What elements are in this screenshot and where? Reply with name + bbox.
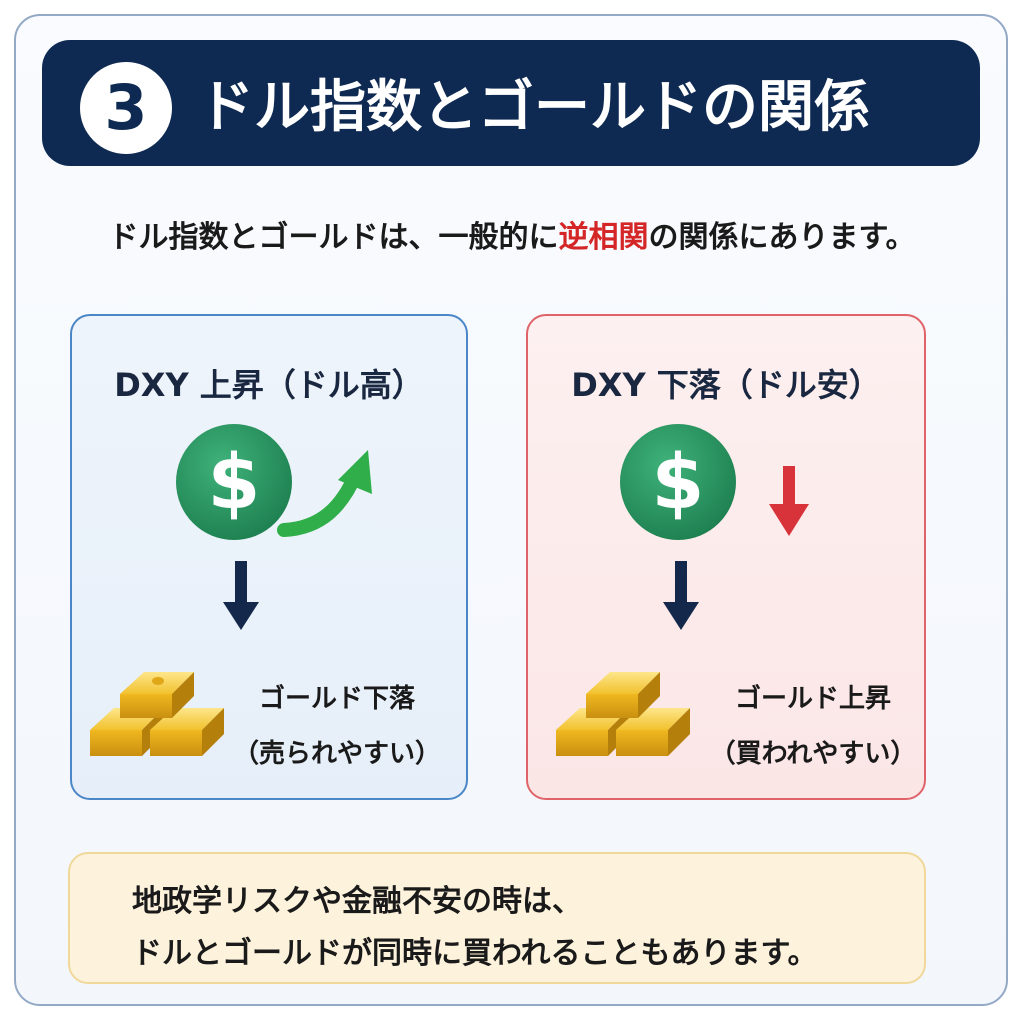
- dollar-sign: $: [652, 437, 705, 526]
- intro-sentence: ドル指数とゴールドは、一般的に逆相関の関係にあります。: [0, 212, 1024, 256]
- dollar-coin: [620, 424, 736, 540]
- down-arrow-head: [663, 602, 699, 630]
- panel-dxy-down: DXY 下落（ドル安） $: [526, 314, 926, 800]
- section-title: ドル指数とゴールドの関係: [198, 75, 870, 140]
- section-number-badge: 3: [80, 62, 172, 154]
- trend-down-arrow-shaft: [783, 466, 795, 510]
- trend-down-arrow-icon: [769, 466, 809, 536]
- down-arrow-icon: [663, 561, 699, 630]
- note-line-1: 地政学リスクや金融不安の時は、: [132, 884, 582, 919]
- gold-bars-icon: [556, 672, 690, 756]
- note-line-2: ドルとゴールドが同時に買われることもあります。: [132, 936, 818, 971]
- section-header: [42, 40, 980, 166]
- intro-highlight: 逆相関: [558, 220, 649, 255]
- gold-outcome-label: ゴールド上昇 （買われやすい）: [708, 678, 918, 770]
- panel-dxy-up: DXY 上昇（ドル高） $: [70, 314, 468, 800]
- note-box: 地政学リスクや金融不安の時は、 ドルとゴールドが同時に買われることもあります。: [68, 852, 926, 984]
- panel-title: DXY 上昇（ドル高）: [114, 366, 424, 404]
- gold-bars-icon: [90, 672, 224, 756]
- trend-up-arrow-icon: [277, 450, 372, 537]
- gold-outcome-line-1: ゴールド下落: [258, 684, 415, 714]
- panel-title: DXY 下落（ドル安）: [571, 366, 881, 404]
- down-arrow-head: [223, 602, 259, 630]
- dollar-coin-icon: $: [620, 424, 736, 540]
- gold-outcome-line-2: （買われやすい）: [709, 739, 917, 769]
- intro-text-after: の関係にあります。: [648, 220, 916, 255]
- down-arrow-shaft: [235, 561, 247, 611]
- dollar-coin-icon: $: [176, 424, 292, 540]
- trend-up-arrow-head: [338, 450, 372, 494]
- trend-down-arrow-head: [769, 504, 809, 536]
- panel-illustration: $: [556, 424, 809, 756]
- gold-outcome-line-1: ゴールド上昇: [734, 684, 891, 714]
- down-arrow-shaft: [675, 561, 687, 611]
- gold-outcome-line-2: （売られやすい）: [232, 739, 441, 769]
- gold-outcome-label: ゴールド下落 （売られやすい）: [232, 678, 442, 770]
- dollar-sign: $: [208, 437, 261, 526]
- dollar-coin: [176, 424, 292, 540]
- intro-text-before: ドル指数とゴールドは、一般的に: [108, 220, 559, 255]
- down-arrow-icon: [223, 561, 259, 630]
- panel-illustration: $: [90, 424, 372, 756]
